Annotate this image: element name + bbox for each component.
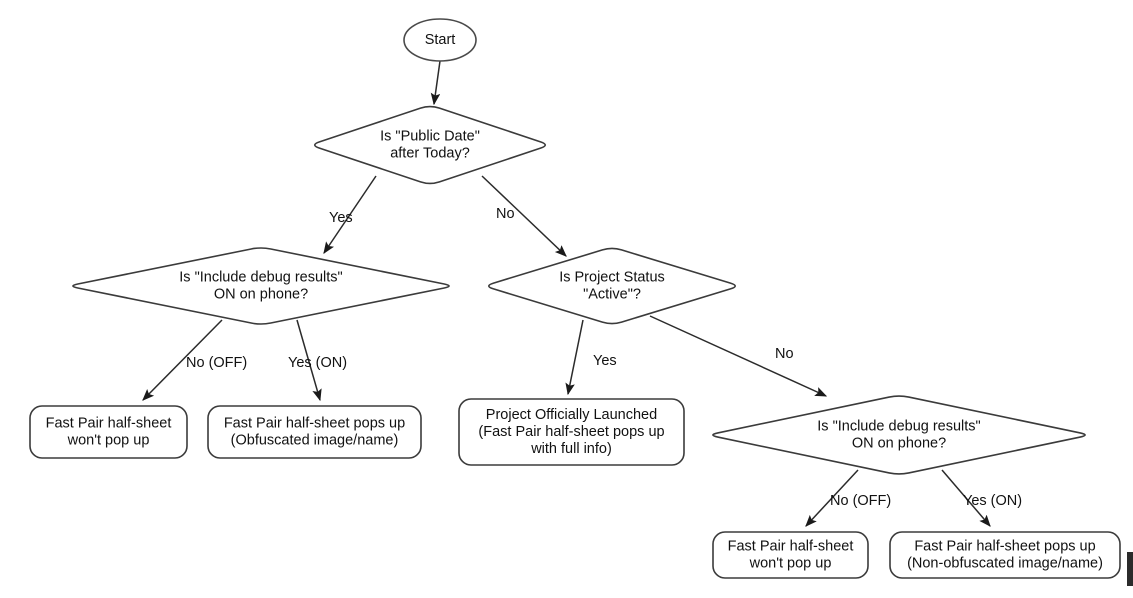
node-d4[interactable]: Is "Include debug results"ON on phone? bbox=[712, 395, 1086, 475]
edge-label-e-d4-r5: Yes (ON) bbox=[963, 493, 1022, 509]
node-shape-diamond bbox=[72, 247, 450, 325]
edge-label-e-d3-r3: Yes bbox=[593, 353, 617, 369]
node-shape-rounded-rect bbox=[712, 531, 869, 579]
node-label-d4: Is "Include debug results"ON on phone? bbox=[817, 418, 980, 451]
nodes-layer: Start Is "Public Date"after Today? Is "Inc… bbox=[29, 18, 1121, 579]
page-edge-mark bbox=[1127, 552, 1133, 586]
edge-e-d2-r2 bbox=[296, 319, 322, 402]
node-shape-ellipse bbox=[403, 18, 477, 62]
node-d2[interactable]: Is "Include debug results"ON on phone? bbox=[72, 247, 450, 325]
node-label-r2: Fast Pair half-sheet pops up(Obfuscated … bbox=[224, 415, 405, 448]
node-r5[interactable]: Fast Pair half-sheet pops up(Non-obfusca… bbox=[889, 531, 1121, 579]
edge-e-d1-d3 bbox=[481, 175, 567, 257]
node-r2[interactable]: Fast Pair half-sheet pops up(Obfuscated … bbox=[207, 405, 422, 459]
edge-e-d3-r3 bbox=[565, 319, 584, 396]
node-shape-diamond bbox=[712, 395, 1086, 475]
node-shape-diamond bbox=[487, 247, 737, 325]
node-shape-rounded-rect bbox=[889, 531, 1121, 579]
edge-label-e-d1-d2: Yes bbox=[329, 210, 353, 226]
node-label-r3: Project Officially Launched(Fast Pair ha… bbox=[478, 407, 664, 457]
node-shape-diamond bbox=[313, 105, 547, 185]
node-label-r5: Fast Pair half-sheet pops up(Non-obfusca… bbox=[907, 538, 1103, 571]
node-d3[interactable]: Is Project Status"Active"? bbox=[487, 247, 737, 325]
node-label-d3: Is Project Status"Active"? bbox=[559, 269, 665, 302]
node-start[interactable]: Start bbox=[403, 18, 477, 62]
edge-e-d3-d4 bbox=[649, 315, 828, 397]
edges-layer bbox=[142, 60, 991, 527]
edge-label-e-d2-r2: Yes (ON) bbox=[288, 355, 347, 371]
node-shape-rounded-rect bbox=[207, 405, 422, 459]
node-shape-rounded-rect bbox=[458, 398, 685, 466]
edge-e-d1-d2 bbox=[323, 175, 377, 254]
node-shape-rounded-rect bbox=[29, 405, 188, 459]
edge-label-e-d2-r1: No (OFF) bbox=[186, 355, 247, 371]
node-d1[interactable]: Is "Public Date"after Today? bbox=[313, 105, 547, 185]
edge-label-e-d4-r4: No (OFF) bbox=[830, 493, 891, 509]
edge-label-e-d1-d3: No bbox=[496, 206, 515, 222]
node-label-d1: Is "Public Date"after Today? bbox=[380, 128, 480, 161]
edge-label-e-d3-d4: No bbox=[775, 346, 794, 362]
node-label-d2: Is "Include debug results"ON on phone? bbox=[179, 269, 342, 302]
node-r3[interactable]: Project Officially Launched(Fast Pair ha… bbox=[458, 398, 685, 466]
edge-e-d4-r5 bbox=[941, 469, 991, 527]
edge-e-d2-r1 bbox=[142, 319, 223, 401]
edge-e-start-d1 bbox=[430, 60, 441, 106]
edge-e-d4-r4 bbox=[805, 469, 859, 527]
node-label-start: Start bbox=[425, 32, 456, 48]
